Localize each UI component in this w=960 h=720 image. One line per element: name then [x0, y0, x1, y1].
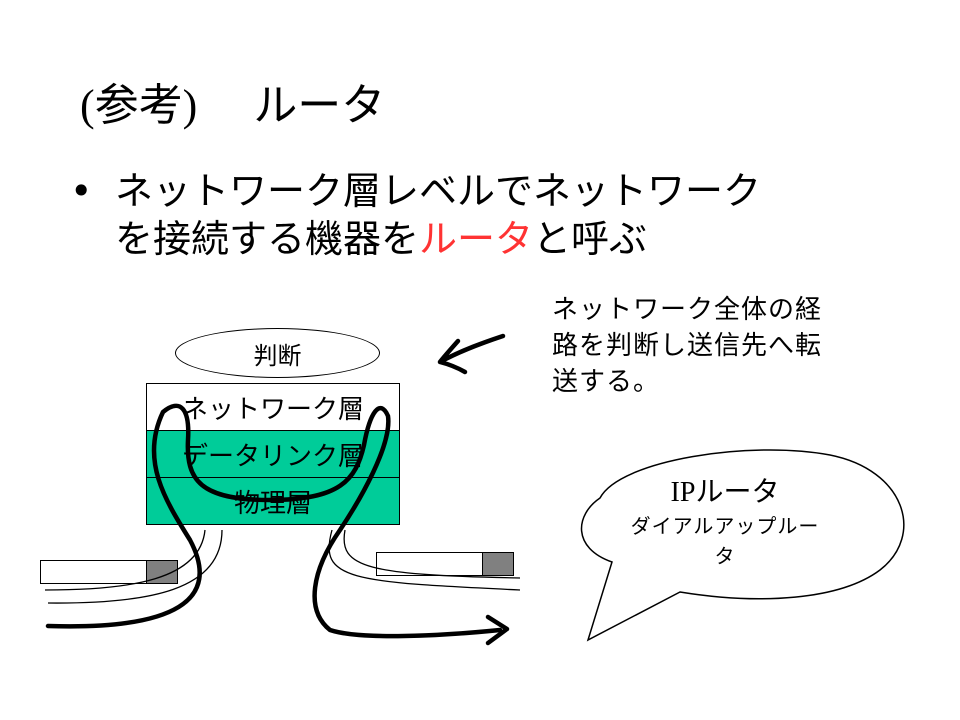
packet-path-arrowhead	[485, 614, 510, 646]
judgment-ellipse: 判断	[175, 328, 380, 378]
callout-subtitle-line-2: タ	[714, 544, 736, 568]
packet-path-stroke	[45, 403, 503, 639]
title-main: ルータ	[253, 80, 386, 131]
speech-bubble-shape	[580, 449, 905, 642]
bullet-line-2-before: を接続する機器を	[115, 217, 420, 261]
right-exit-channel-inner	[343, 529, 521, 579]
bullet-line-2-after: と呼ぶ	[533, 217, 648, 261]
bullet-dot: •	[70, 169, 93, 213]
callout-text: IPルータ ダイアルアップルー タ	[600, 474, 850, 571]
right-cable-connector	[376, 552, 514, 576]
callout-title: IPルータ	[600, 474, 850, 511]
network-layer-box: ネットワーク層	[146, 383, 400, 431]
left-entry-channel-outer	[44, 529, 206, 591]
right-cable-plug	[482, 553, 513, 575]
slide-title: (参考) ルータ	[80, 78, 385, 134]
pointer-arrow	[437, 333, 506, 375]
callout-title-ip: IP	[670, 477, 696, 508]
left-entry-channel-inner	[47, 529, 223, 604]
note-line-2: 路を判断し送信先へ転	[552, 331, 823, 361]
right-exit-channel-outer	[328, 529, 521, 591]
left-cable-connector	[40, 560, 178, 584]
left-cable-plug	[146, 561, 177, 583]
title-prefix: (参考)	[80, 81, 198, 130]
note-line-3: 送する。	[552, 367, 661, 397]
router-description-note: ネットワーク全体の経 路を判断し送信先へ転 送する。	[552, 292, 882, 400]
note-line-1: ネットワーク全体の経	[552, 295, 823, 325]
callout-title-rest: ルータ	[695, 475, 780, 508]
bullet-line-2: を接続する機器をルータと呼ぶ	[115, 214, 647, 264]
bullet-line-1: ネットワーク層レベルでネットワーク	[115, 169, 762, 213]
highlighted-term: ルータ	[419, 217, 534, 261]
callout-subtitle-line-1: ダイアルアップルー	[630, 514, 820, 538]
judgment-label: 判断	[253, 341, 302, 370]
